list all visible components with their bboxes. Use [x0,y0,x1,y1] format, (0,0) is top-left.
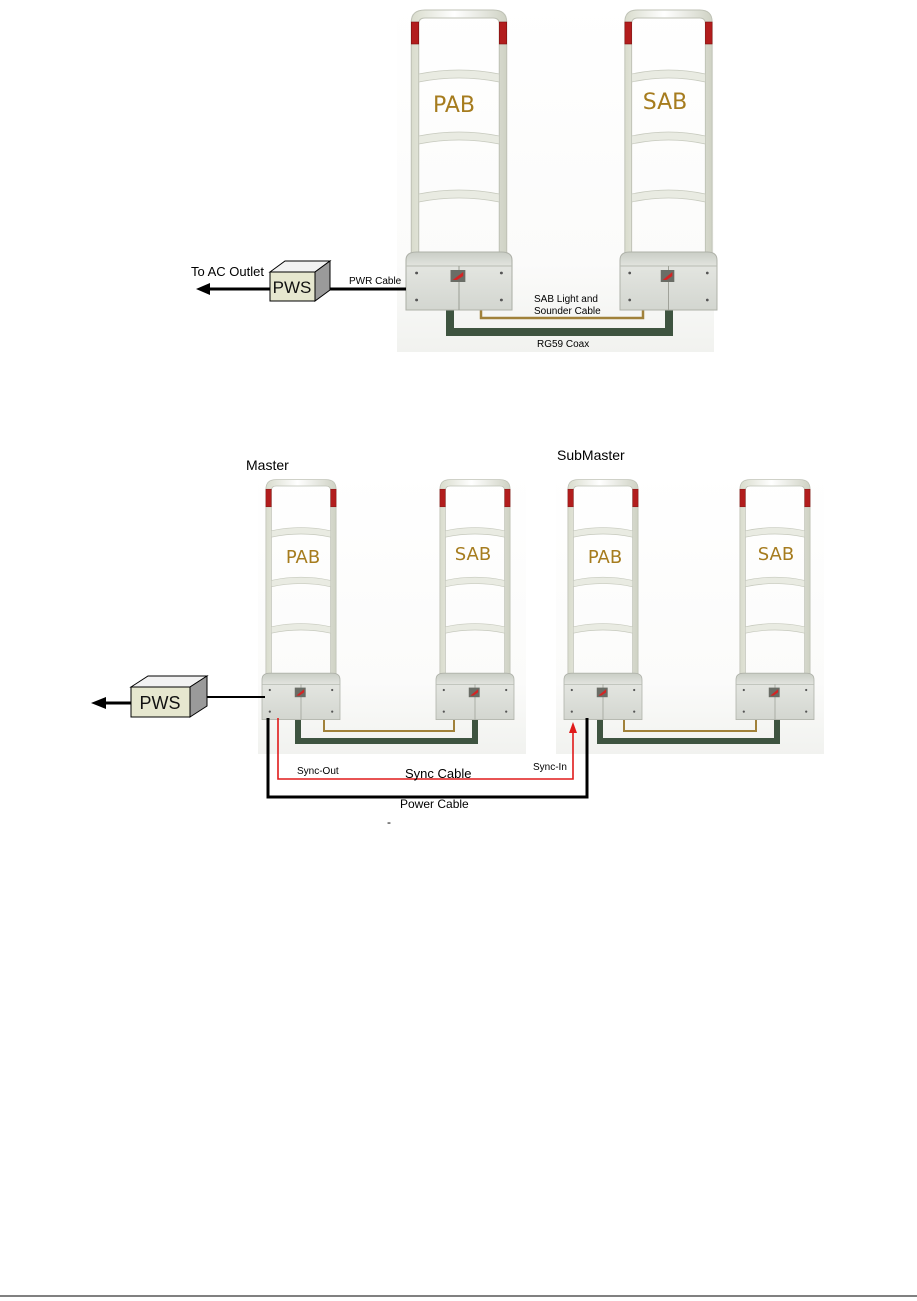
sync-out-label: Sync-Out [297,766,339,777]
power-supply-box-2: PWS [131,676,207,717]
ac-outlet-arrow-icon-2 [91,697,106,709]
antenna-label-master-sab: SAB [455,544,491,565]
to-ac-outlet-label: To AC Outlet [191,264,264,279]
coax-label: RG59 Coax [537,339,589,350]
diagram-multiple-systems: Master SubMaster PAB SAB PAB SAB PWS [91,447,824,829]
pwr-cable-label: PWR Cable [349,276,402,287]
sync-cable-label: Sync Cable [405,766,471,781]
power-cable-label: Power Cable [400,797,469,811]
ac-outlet-arrow-icon [196,283,210,295]
power-supply-box: PWS [270,261,330,301]
diagram-single-system: PAB SAB PWS To AC Outlet PWR Cable SAB L… [191,0,717,352]
sync-in-label: Sync-In [533,762,567,773]
power-supply-label: PWS [273,278,312,297]
antenna-label-submaster-sab: SAB [758,544,794,565]
antenna-label-sab: SAB [643,90,688,115]
sab-cable-label-line1: SAB Light and [534,294,598,305]
antenna-label-pab: PAB [433,93,475,118]
submaster-label: SubMaster [557,447,625,463]
stray-dash-mark: - [387,815,391,829]
antenna-label-submaster-pab: PAB [588,547,622,568]
master-label: Master [246,457,289,473]
power-supply-label-2: PWS [139,693,180,713]
sab-cable-label-line2: Sounder Cable [534,306,601,317]
antenna-label-master-pab: PAB [286,547,320,568]
